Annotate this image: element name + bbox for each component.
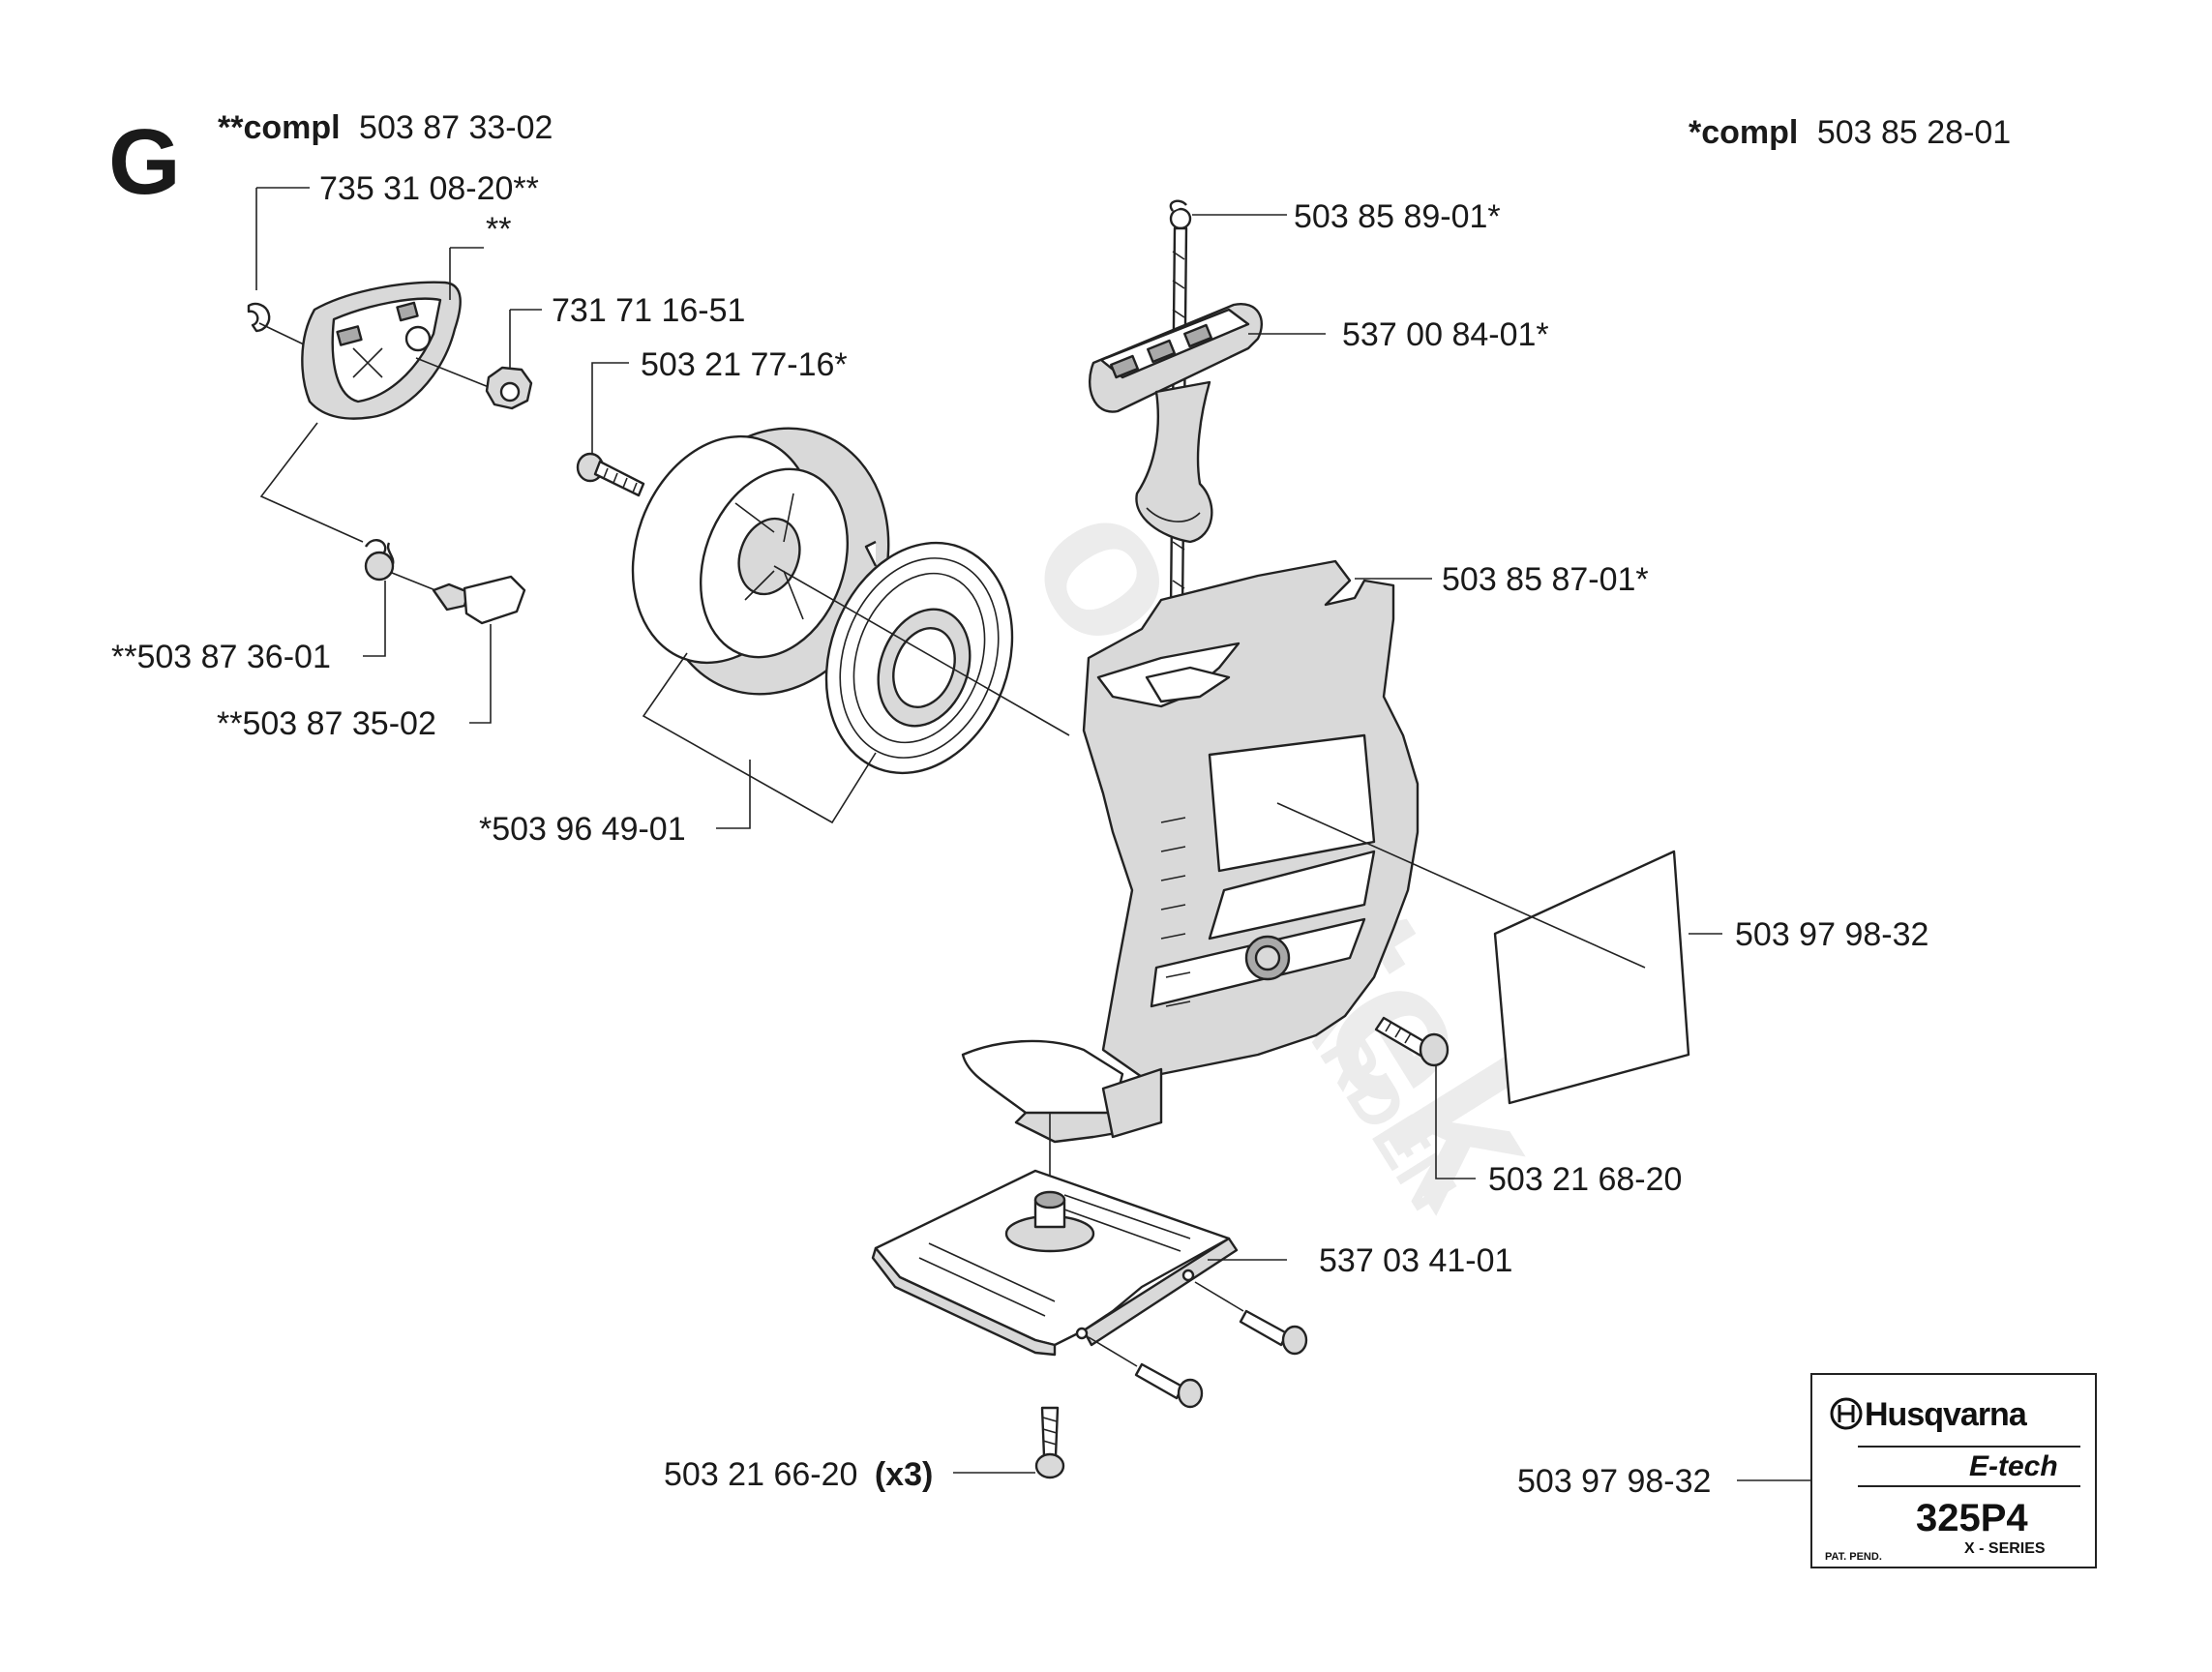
decal-label-box: Husqvarna E-tech 325P4 X - SERIES PAT. P… xyxy=(1810,1373,2097,1568)
label-503-85-87-01: 503 85 87-01* xyxy=(1442,561,1649,598)
label-731-71-16-51: 731 71 16-51 xyxy=(552,292,745,329)
label-503-21-66-20-qty: (x3) xyxy=(875,1456,933,1493)
bracket-screw-3 xyxy=(1034,1406,1065,1479)
starter-pulley xyxy=(631,427,890,696)
decal-series: X - SERIES xyxy=(1964,1540,2046,1557)
rope-eyelet xyxy=(1169,199,1192,230)
pawl xyxy=(432,575,526,625)
header-left: **compl 503 87 33-02 xyxy=(218,109,553,146)
label-503-87-36-01: **503 87 36-01 xyxy=(111,639,331,675)
pawl-cover xyxy=(301,281,462,420)
decal-line: E-tech xyxy=(1969,1450,2058,1482)
label-503-85-89-01: 503 85 89-01* xyxy=(1294,198,1501,235)
husqvarna-logo-icon xyxy=(1830,1397,1863,1430)
housing-screw xyxy=(1374,1016,1450,1067)
recoil-spring xyxy=(824,540,1014,775)
retaining-clip xyxy=(247,302,271,333)
label-503-21-66-20: 503 21 66-20 (x3) xyxy=(664,1456,933,1493)
pawl-spring xyxy=(364,539,395,582)
starter-handle xyxy=(1089,303,1263,544)
label-503-21-66-20-number: 503 21 66-20 xyxy=(664,1456,857,1493)
decal-note: PAT. PEND. xyxy=(1825,1551,1882,1563)
header-right: *compl 503 85 28-01 xyxy=(1689,114,2011,151)
section-letter: G xyxy=(108,110,181,214)
bracket-screw-2 xyxy=(1134,1362,1204,1409)
label-537-00-84-01: 537 00 84-01* xyxy=(1342,316,1549,353)
header-right-prefix: *compl xyxy=(1689,114,1798,151)
decal-model: 325P4 xyxy=(1916,1497,2028,1539)
label-503-21-77-16: 503 21 77-16* xyxy=(641,346,848,383)
label-double-star: ** xyxy=(486,211,511,248)
header-left-prefix: **compl xyxy=(218,109,341,146)
label-503-97-98-32-sheet: 503 97 98-32 xyxy=(1735,916,1928,953)
header-left-number: 503 87 33-02 xyxy=(359,109,553,146)
label-503-97-98-32-decal: 503 97 98-32 xyxy=(1517,1463,1711,1500)
header-right-number: 503 85 28-01 xyxy=(1817,114,2011,151)
label-537-03-41-01: 537 03 41-01 xyxy=(1319,1242,1512,1279)
lock-nut xyxy=(485,366,533,410)
bracket-plate xyxy=(871,1169,1239,1357)
label-503-87-35-02: **503 87 35-02 xyxy=(217,705,436,742)
decal-sheet xyxy=(1493,850,1690,1105)
pulley-screw xyxy=(576,452,645,497)
label-503-96-49-01: *503 96 49-01 xyxy=(479,811,686,848)
decal-brand: Husqvarna xyxy=(1865,1396,2028,1433)
label-735-31-08-20: 735 31 08-20** xyxy=(319,170,539,207)
starter-housing xyxy=(961,559,1420,1144)
label-503-21-68-20: 503 21 68-20 xyxy=(1488,1161,1682,1198)
bracket-screw-1 xyxy=(1239,1309,1308,1356)
